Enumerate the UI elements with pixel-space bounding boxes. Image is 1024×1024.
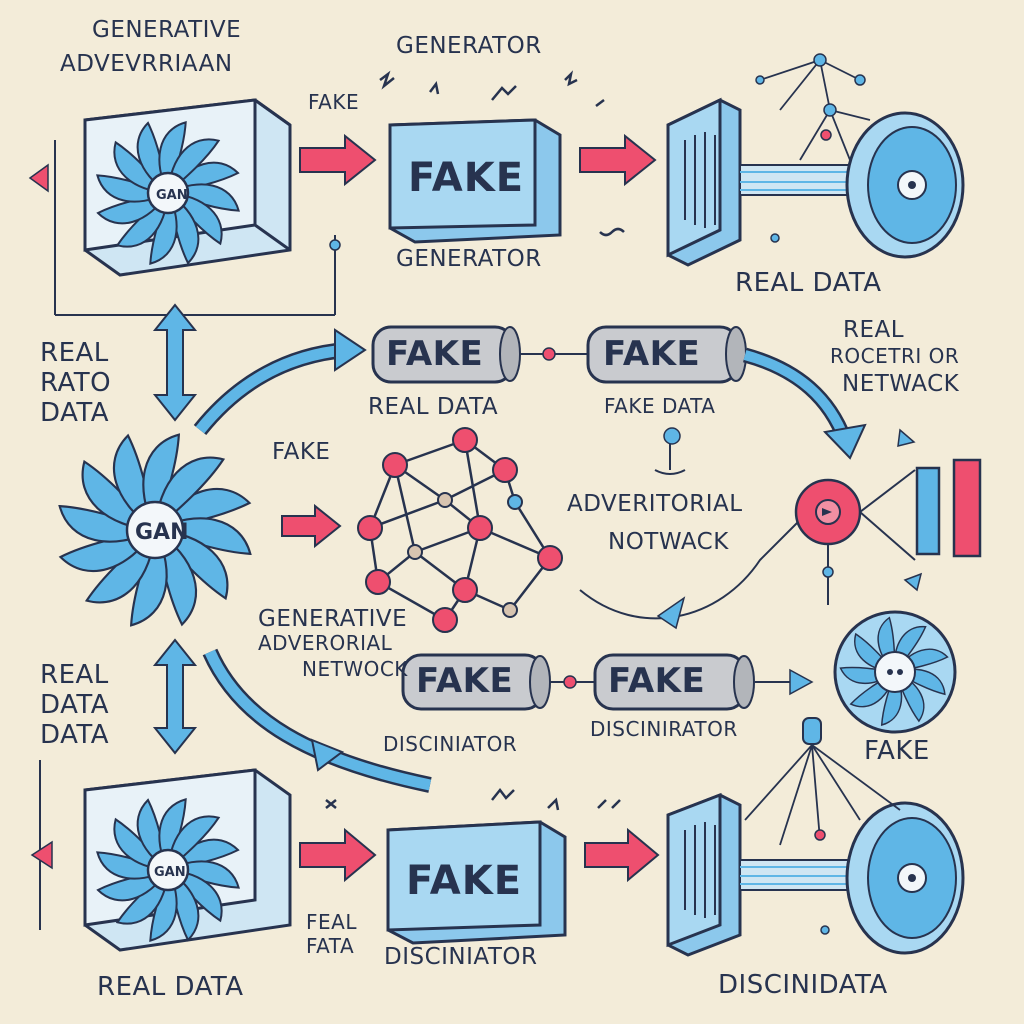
fake-right-label: FAKE [864,736,930,766]
pill-4-label: FAKE [608,661,706,701]
right-netwack-label: NETWACK [842,371,960,397]
blue-arrow-head-icon [656,596,686,630]
fata-label: FATA [306,934,355,958]
left-data-label-2a: DATA [40,690,109,720]
scribble-icon [325,787,621,811]
mid-fake-label: FAKE [272,439,331,465]
left-data-label: DATA [40,398,109,428]
fake-block-bottom [386,820,567,945]
title-line-2: ADVEVRRIAAN [60,51,233,77]
double-arrow-icon [152,303,198,422]
red-arrow-icon [584,827,660,883]
fan-icon [833,610,957,734]
top-generator-label: GENERATOR [396,33,542,59]
fake-block-top-label: FAKE [408,155,525,201]
left-data-label-2b: DATA [40,720,109,750]
pill-2-label: FAKE [603,334,701,374]
red-disk-icon [794,478,862,546]
scribble-icon [379,70,625,237]
left-real-label-2: REAL [40,660,109,690]
fan-icon [58,433,252,627]
real-data-top-right-label: REAL DATA [735,268,882,298]
fake-block-bottom-label: FAKE [406,858,523,904]
right-rocetrior-label: ROCETRI OR [830,344,960,368]
blue-arrow-head-icon [789,668,814,696]
red-arrow-icon [299,133,377,187]
red-arrow-icon [281,503,342,549]
real-data-bottom-label: REAL DATA [97,972,244,1002]
gen-adv-line-3: NETWOCK [302,657,408,681]
pill-real-data-label: REAL DATA [368,394,499,420]
red-arrow-icon [579,133,657,187]
blue-arrow-head-icon [897,428,916,447]
blue-arrow-head-icon [903,572,923,592]
right-real-label: REAL [843,317,905,343]
blue-arrow-head-icon [334,328,367,372]
discriminator-bottom-label: DISCINIATOR [384,944,538,970]
pill-fake-4 [593,653,755,711]
left-rato-label: RATO [40,368,112,398]
red-bar [952,458,982,558]
machine-top-right [666,53,965,267]
red-marker-icon [30,840,53,870]
left-real-label: REAL [40,338,109,368]
red-marker-icon [28,163,49,193]
generator-label: GENERATOR [396,246,542,272]
blue-arrow-head-icon [310,738,345,772]
gen-adv-line-1: GENERATIVE [258,606,408,632]
feal-label: FEAL [306,910,357,934]
fake-block-top [388,118,562,244]
pill-3-label: FAKE [416,661,514,701]
discini-data-label: DISCINIDATA [718,970,888,1000]
top-fake-small-label: FAKE [308,90,360,114]
fan-icon [96,798,240,942]
red-arrow-icon [299,827,377,883]
title-line-1: GENERATIVE [92,17,242,43]
double-arrow-icon [152,638,198,755]
gen-adv-line-2: ADVERORIAL [258,631,393,655]
discriminator-mid-1: DISCINIATOR [383,732,518,756]
pill-1-label: FAKE [386,334,484,374]
blue-arrow-head-icon [822,423,867,460]
pill-fake-data-label: FAKE DATA [604,394,716,418]
adversarial-line-1: ADVERITORIAL [567,491,743,517]
adversarial-line-2: NOTWACK [608,529,729,555]
machine-bottom-right [666,717,965,957]
discriminator-mid-2: DISCINIRATOR [590,717,738,741]
pill-fake-2 [586,325,747,384]
pill-fake-3 [401,653,551,711]
blue-bar [915,466,941,556]
fan-icon [96,121,240,265]
